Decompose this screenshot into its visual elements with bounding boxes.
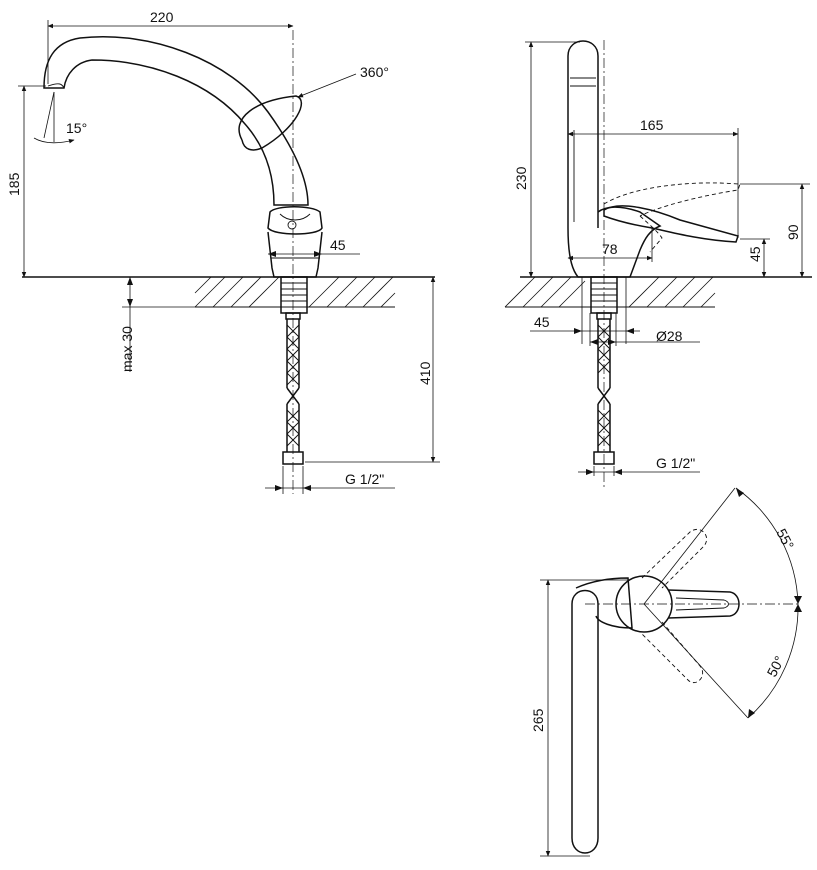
front-view: 220 360° 15° 185 45 max 30 410 [6, 9, 440, 494]
dim-thread: G 1/2" [345, 471, 384, 487]
top-dim-swing-up: 55° [773, 526, 797, 552]
side-dim-handle-reach: 165 [640, 117, 664, 133]
side-body [567, 206, 662, 278]
top-body-bridge [575, 577, 633, 629]
side-hose-upper [597, 319, 611, 388]
top-view: 55° 50° 265 [530, 487, 802, 857]
dim-height: 185 [6, 172, 22, 196]
side-view: 230 165 90 45 78 45 Ø28 [504, 40, 812, 490]
side-dim-base-width: 45 [534, 314, 550, 330]
dim-spout-reach: 220 [150, 9, 174, 25]
top-swing-up-line [643, 487, 736, 605]
side-dim-body-height: 45 [747, 246, 763, 262]
shank-thread-lines [281, 282, 307, 308]
spout-outline [43, 36, 309, 206]
dim-arc-spray [33, 137, 75, 144]
countertop-hatch [194, 276, 396, 308]
side-countertop-hatch [504, 276, 716, 308]
top-swing-down-line [643, 603, 749, 719]
aerator-line [47, 83, 65, 89]
top-dim-swing-down: 50° [764, 653, 788, 679]
rotation-ellipse [238, 95, 303, 151]
top-handle-swing-up [641, 528, 708, 589]
side-dim-handle-lift: 90 [785, 224, 801, 240]
side-dim-hole-diameter: Ø28 [656, 328, 683, 344]
top-dim-length: 265 [530, 708, 546, 732]
dim-hose-length: 410 [417, 361, 433, 385]
mixer-cap [267, 206, 323, 235]
dim-rotation: 360° [360, 64, 389, 80]
side-dim-thread: G 1/2" [656, 455, 695, 471]
top-spout [571, 589, 599, 854]
handle-notch [279, 213, 311, 221]
hose-upper [286, 319, 300, 388]
cap-screw-icon [287, 220, 297, 230]
top-handle-swing-down [639, 621, 704, 684]
side-handle [603, 205, 739, 243]
dim-leader-rotation [297, 73, 357, 98]
side-handle-lifted [603, 182, 741, 217]
dim-spray-angle: 15° [66, 120, 87, 136]
hose-lower [286, 404, 300, 452]
side-dim-height: 230 [513, 166, 529, 190]
side-hose-lower [597, 404, 611, 452]
top-swing-arc [735, 487, 799, 719]
dim-base-width: 45 [330, 237, 346, 253]
mixer-body [267, 231, 323, 278]
side-spout [567, 40, 599, 228]
side-dim-body-depth: 78 [602, 241, 618, 257]
top-handle-inner [675, 597, 729, 611]
dim-max-thickness: max 30 [119, 326, 135, 372]
